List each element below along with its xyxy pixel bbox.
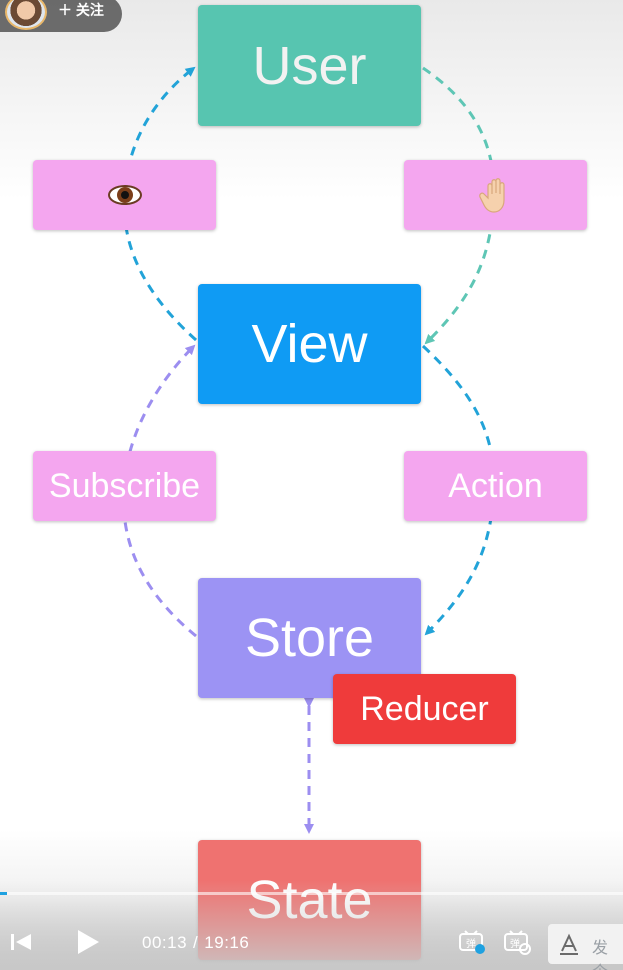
- subscribe-label: Subscribe: [33, 451, 216, 521]
- skip-back-icon[interactable]: [10, 931, 32, 953]
- user-to-view-label: [404, 160, 587, 230]
- view-node-label: View: [251, 314, 368, 374]
- svg-text:弹: 弹: [510, 937, 520, 950]
- time-display: 00:13/19:16: [142, 933, 250, 952]
- user-node-label: User: [252, 35, 367, 96]
- player-controls: [0, 880, 623, 970]
- current-time: 00:13: [142, 933, 188, 952]
- follow-label: 关注: [75, 2, 104, 18]
- arrow-view-to-user: [122, 66, 197, 342]
- reducer-label: Reducer: [333, 674, 516, 744]
- view-node: View: [198, 284, 421, 404]
- raised-hand-icon: [478, 178, 505, 213]
- action-label: Action: [404, 451, 587, 521]
- follow-button[interactable]: ＋ 关注: [58, 0, 104, 20]
- eye-icon: [107, 185, 142, 205]
- danmu-toggle-icon[interactable]: 弹: [458, 928, 486, 956]
- duration: 19:16: [204, 933, 250, 952]
- progress-fill: [0, 892, 7, 895]
- view-to-user-label: [33, 160, 216, 230]
- user-node: User: [198, 5, 421, 126]
- danmu-settings-icon[interactable]: 弹: [503, 928, 531, 956]
- plus-icon: ＋: [58, 2, 76, 18]
- svg-text:弹: 弹: [466, 937, 476, 950]
- danmu-placeholder: 发个: [592, 940, 609, 970]
- play-icon[interactable]: [75, 928, 101, 956]
- store-node-label: Store: [244, 608, 375, 668]
- avatar[interactable]: [5, 0, 47, 30]
- progress-bar[interactable]: [0, 892, 623, 895]
- danmu-input[interactable]: [548, 924, 623, 964]
- text-style-icon[interactable]: [558, 933, 580, 955]
